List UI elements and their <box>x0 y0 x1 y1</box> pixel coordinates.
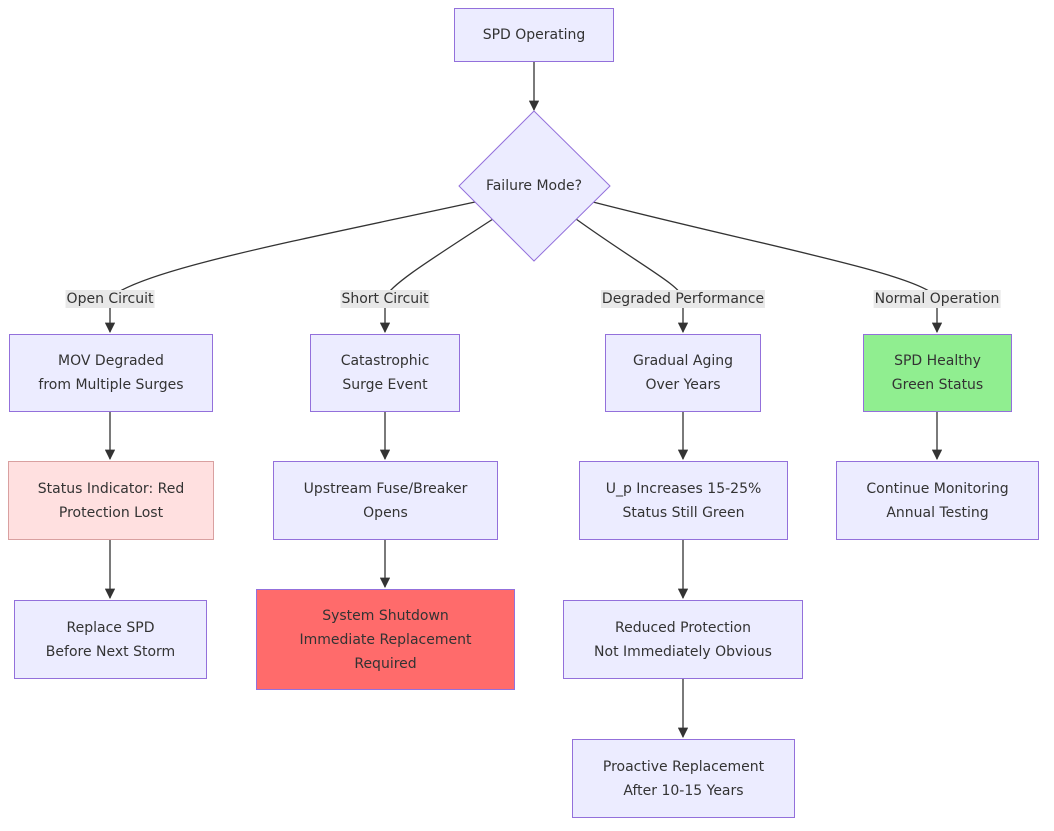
node-gradual-aging: Gradual Aging Over Years <box>605 334 761 412</box>
node-line: Green Status <box>891 377 984 393</box>
node-line: Status Still Green <box>622 504 745 521</box>
node-line: Proactive Replacement <box>602 758 765 775</box>
decision-diamond <box>458 110 611 262</box>
node-upstream-fuse-opens: Upstream Fuse/Breaker Opens <box>273 461 498 540</box>
node-line: Annual Testing <box>886 504 989 521</box>
node-line: U_p Increases 15-25% <box>605 480 762 497</box>
node-mov-degraded: MOV Degraded from Multiple Surges <box>9 334 213 412</box>
node-replace-spd: Replace SPD Before Next Storm <box>14 600 207 679</box>
node-spd-healthy: SPD Healthy Green Status <box>863 334 1012 412</box>
edge-degraded <box>575 218 689 334</box>
node-line: Required <box>354 655 417 672</box>
edge-label-open-circuit: Open Circuit <box>65 290 155 308</box>
node-line: After 10-15 Years <box>623 782 744 799</box>
node-continue-monitoring: Continue Monitoring Annual Testing <box>836 461 1039 540</box>
node-line: Upstream Fuse/Breaker <box>303 480 468 497</box>
edge-normal <box>592 201 943 334</box>
node-line: MOV Degraded <box>58 353 164 369</box>
node-line: Protection Lost <box>58 504 164 521</box>
node-line: SPD Operating <box>482 27 586 43</box>
node-line: Gradual Aging <box>633 353 733 369</box>
node-line: Immediate Replacement <box>299 631 472 648</box>
node-system-shutdown: System Shutdown Immediate Replacement Re… <box>256 589 515 690</box>
edge-short-circuit <box>379 218 494 334</box>
edge-open-circuit <box>104 201 476 334</box>
node-line: System Shutdown <box>322 607 449 624</box>
decision-label: Failure Mode? <box>485 178 583 194</box>
edge-label-short-circuit: Short Circuit <box>340 290 430 308</box>
node-reduced-protection: Reduced Protection Not Immediately Obvio… <box>563 600 803 679</box>
node-status-indicator-red: Status Indicator: Red Protection Lost <box>8 461 214 540</box>
node-line: Replace SPD <box>66 619 155 636</box>
node-proactive-replacement: Proactive Replacement After 10-15 Years <box>572 739 795 818</box>
node-line: Catastrophic <box>340 353 430 369</box>
node-line: Opens <box>363 504 408 521</box>
edge-label-degraded-performance: Degraded Performance <box>600 290 766 308</box>
node-line: SPD Healthy <box>894 353 981 369</box>
node-line: Status Indicator: Red <box>37 480 185 497</box>
node-up-increases: U_p Increases 15-25% Status Still Green <box>579 461 788 540</box>
node-line: Before Next Storm <box>45 643 176 660</box>
node-line: Not Immediately Obvious <box>594 643 772 660</box>
node-line: Continue Monitoring <box>866 480 1009 497</box>
node-spd-operating: SPD Operating <box>454 8 614 62</box>
node-line: Over Years <box>645 377 721 393</box>
node-line: from Multiple Surges <box>38 377 184 393</box>
node-line: Surge Event <box>342 377 428 393</box>
node-line: Reduced Protection <box>615 619 751 636</box>
edge-label-normal-operation: Normal Operation <box>873 290 1001 308</box>
node-catastrophic-surge: Catastrophic Surge Event <box>310 334 460 412</box>
